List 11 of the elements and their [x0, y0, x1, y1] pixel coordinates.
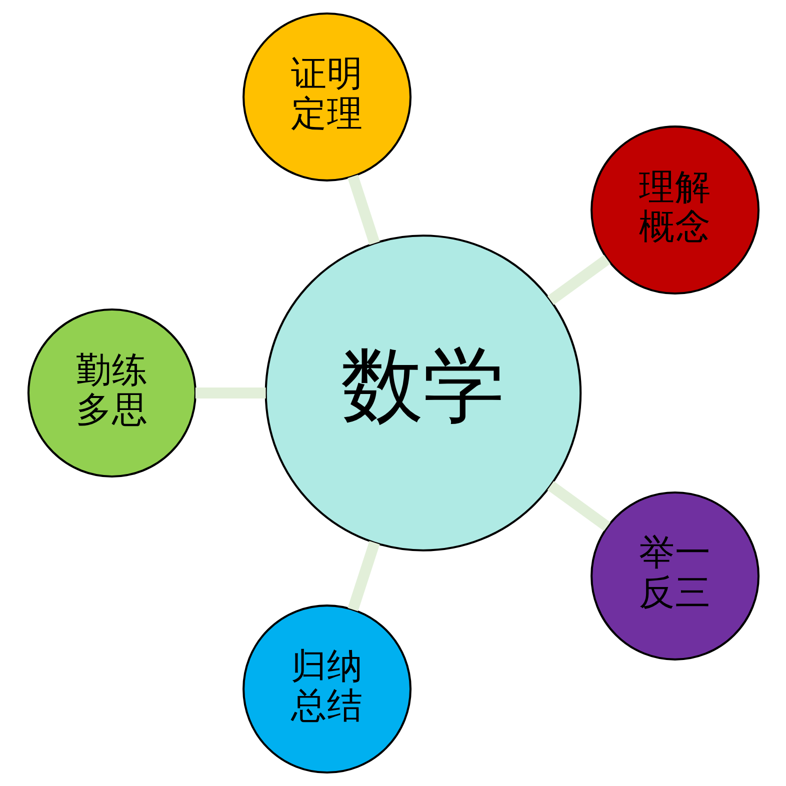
node-circle: 归纳总结	[242, 604, 412, 774]
connector	[546, 481, 610, 532]
node-circle: 数学	[264, 234, 582, 552]
node-circle: 勤练多思	[26, 308, 196, 478]
node-circle: 举一反三	[590, 491, 760, 660]
connector	[347, 174, 380, 245]
connector	[347, 541, 380, 612]
node-circle: 证明定理	[242, 12, 412, 182]
node-circle: 理解概念	[590, 126, 760, 295]
connector	[546, 254, 610, 305]
connector	[194, 388, 266, 398]
